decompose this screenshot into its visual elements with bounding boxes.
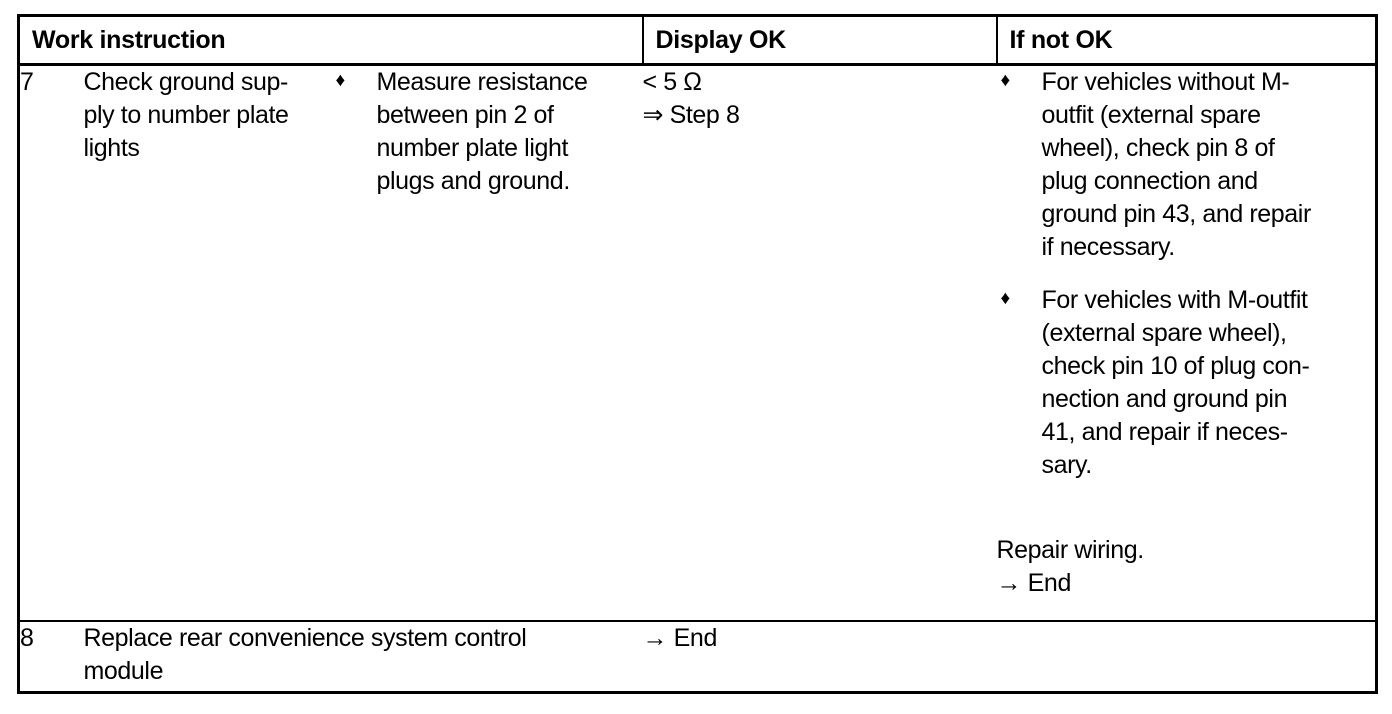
- table-row: 8 Replace rear convenience system contro…: [19, 621, 1377, 692]
- work-instruction-table: Work instruction Display OK If not OK 7 …: [17, 14, 1379, 694]
- column-header-display-ok: Display OK: [641, 15, 997, 66]
- diamond-bullet-icon: ♦: [1000, 70, 1011, 91]
- step-instruction: Replace rear convenience system control …: [84, 621, 643, 692]
- step-number: 8: [20, 624, 34, 653]
- display-ok-value: < 5 Ω ⇒ Step 8: [642, 64, 997, 623]
- if-not-ok-tail-text: Repair wiring. → End: [996, 536, 1145, 597]
- work-instruction-table-container: Work instruction Display OK If not OK 7 …: [17, 14, 1379, 694]
- step-detail: ♦ Measure resistance between pin 2 of nu…: [331, 64, 643, 623]
- if-not-ok-bullet-text: For vehicles with M-outfit (external spa…: [1041, 286, 1310, 479]
- table-header-row: Work instruction Display OK If not OK: [18, 15, 1377, 66]
- step-instruction: Check ground sup- ply to number plate li…: [83, 64, 332, 623]
- table-row: 7 Check ground sup- ply to number plate …: [18, 64, 1377, 623]
- display-ok-text: < 5 Ω ⇒ Step 8: [642, 68, 740, 129]
- detail-bullet-list: ♦ Measure resistance between pin 2 of nu…: [332, 66, 643, 198]
- if-not-ok-actions: ♦ For vehicles without M- outfit (extern…: [996, 64, 1377, 623]
- detail-bullet-text: Measure resistance between pin 2 of numb…: [376, 68, 588, 195]
- diamond-bullet-icon: ♦: [1000, 288, 1011, 309]
- if-not-ok-bullet-list: ♦ For vehicles without M- outfit (extern…: [997, 66, 1376, 482]
- list-item: ♦ For vehicles with M-outfit (external s…: [997, 284, 1376, 482]
- column-header-if-not-ok: If not OK: [995, 15, 1377, 66]
- if-not-ok-bullet-text: For vehicles without M- outfit (external…: [1041, 68, 1312, 261]
- step-number: 7: [18, 64, 84, 623]
- step-instruction-text: Replace rear convenience system control …: [83, 624, 527, 686]
- list-item: ♦ For vehicles without M- outfit (extern…: [997, 66, 1376, 264]
- step-instruction-text: Check ground sup- ply to number plate li…: [83, 68, 289, 162]
- column-header-work-instruction: Work instruction: [18, 15, 643, 66]
- step-result-text: → End: [642, 624, 718, 653]
- list-item: ♦ Measure resistance between pin 2 of nu…: [332, 66, 643, 198]
- step-result: → End: [643, 621, 1377, 692]
- diamond-bullet-icon: ♦: [335, 70, 346, 91]
